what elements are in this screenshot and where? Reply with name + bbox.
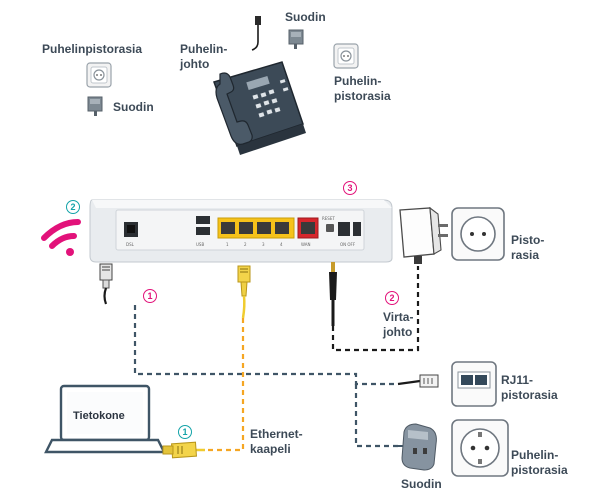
power-socket bbox=[451, 207, 505, 261]
dsl-connector bbox=[99, 263, 113, 305]
phone-socket-bottom bbox=[451, 419, 509, 477]
label-filter-bottom: Suodin bbox=[401, 477, 442, 491]
power-plug bbox=[329, 262, 337, 326]
port-label-reset: RESET bbox=[322, 216, 335, 221]
ethernet-connector-router bbox=[237, 265, 251, 319]
port-label-wan: WAN bbox=[301, 242, 310, 247]
label-computer: Tietokone bbox=[73, 410, 125, 422]
label-filter-top: Suodin bbox=[285, 10, 326, 24]
marker-power: 2 bbox=[385, 291, 399, 305]
port-label-lan1: 1 bbox=[226, 242, 229, 247]
marker-wifi: 2 bbox=[66, 200, 80, 214]
router: DSL USB 1 2 3 4 WAN RESET ON OFF bbox=[89, 199, 393, 263]
filter-bottom bbox=[398, 423, 437, 471]
wifi-icon bbox=[41, 219, 81, 256]
label-phone-socket-top: Puhelinpistorasia bbox=[42, 42, 143, 56]
label-phone-cord: Puhelin- johto bbox=[180, 42, 228, 71]
label-phone-socket-bottom: Puhelin- pistorasia bbox=[511, 448, 568, 477]
label-power-cord: Virta- johto bbox=[383, 310, 414, 339]
port-label-onoff: ON OFF bbox=[340, 242, 356, 247]
phone-socket-top-left bbox=[86, 62, 112, 88]
power-adapter bbox=[399, 206, 448, 264]
label-filter-left: Suodin bbox=[113, 100, 154, 114]
marker-dsl: 1 bbox=[143, 289, 157, 303]
label-power-socket: Pisto- rasia bbox=[511, 233, 545, 262]
phone-cable bbox=[133, 305, 398, 448]
telephone bbox=[213, 61, 306, 155]
laptop bbox=[44, 384, 166, 454]
filter-top-left bbox=[87, 96, 103, 116]
port-label-lan3: 3 bbox=[262, 242, 265, 247]
power-cable bbox=[331, 266, 420, 352]
label-phone-socket-right: Puhelin- pistorasia bbox=[334, 74, 391, 103]
rj11-socket bbox=[451, 361, 497, 407]
ethernet-cable bbox=[205, 318, 245, 452]
rj11-plug bbox=[397, 374, 439, 388]
port-label-dsl: DSL bbox=[126, 242, 135, 247]
port-label-lan2: 2 bbox=[244, 242, 247, 247]
port-label-lan4: 4 bbox=[280, 242, 283, 247]
filter-top bbox=[251, 16, 304, 51]
marker-ethernet: 1 bbox=[178, 425, 192, 439]
phone-socket-top-right bbox=[333, 43, 359, 69]
label-rj11-socket: RJ11- pistorasia bbox=[501, 373, 558, 402]
ethernet-connector-laptop bbox=[162, 441, 205, 459]
port-label-usb: USB bbox=[196, 242, 204, 247]
label-ethernet-cable: Ethernet- kaapeli bbox=[250, 427, 303, 456]
marker-router: 3 bbox=[343, 181, 357, 195]
